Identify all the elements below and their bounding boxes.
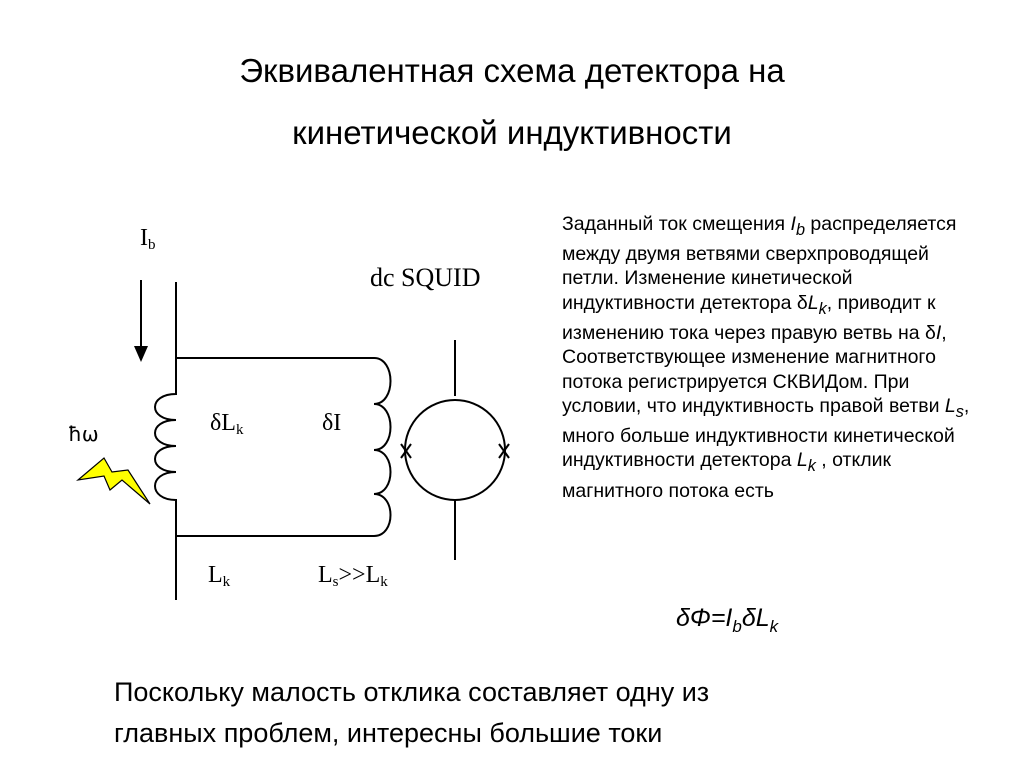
photon-lightning-icon — [75, 457, 151, 505]
flux-response-formula: δΦ=IbδLk — [676, 604, 779, 636]
squid-loop — [404, 399, 506, 501]
ls-label: Ls>>Lk — [318, 562, 388, 590]
lk-label: Lk — [208, 562, 231, 590]
delta-lk-label: δLk — [210, 410, 244, 438]
description-text: Заданный ток смещения Ib распределяется … — [562, 213, 970, 502]
photon-energy-label: ħω — [68, 422, 99, 446]
conclusion-line-2: главных проблем, интересны большие токи — [114, 718, 663, 748]
bias-arrow-head — [134, 346, 148, 362]
squid-label: dc SQUID — [370, 263, 481, 292]
conclusion-text: Поскольку малость отклика составляет одн… — [114, 672, 914, 754]
josephson-junction-left — [400, 443, 412, 459]
title-line-1: Эквивалентная схема детектора на — [239, 52, 785, 89]
slide-title: Эквивалентная схема детектора на кинетич… — [0, 40, 1024, 164]
title-line-2: кинетической индуктивности — [292, 114, 732, 151]
circuit-diagram: Ib dc SQUID δLk δI Lk Ls>>Lk — [75, 225, 510, 600]
left-coil — [154, 358, 177, 536]
josephson-junction-right — [498, 443, 510, 459]
bias-current-label: Ib — [140, 225, 156, 253]
delta-i-label: δI — [322, 410, 341, 436]
right-coil — [373, 357, 392, 537]
conclusion-line-1: Поскольку малость отклика составляет одн… — [114, 677, 710, 707]
